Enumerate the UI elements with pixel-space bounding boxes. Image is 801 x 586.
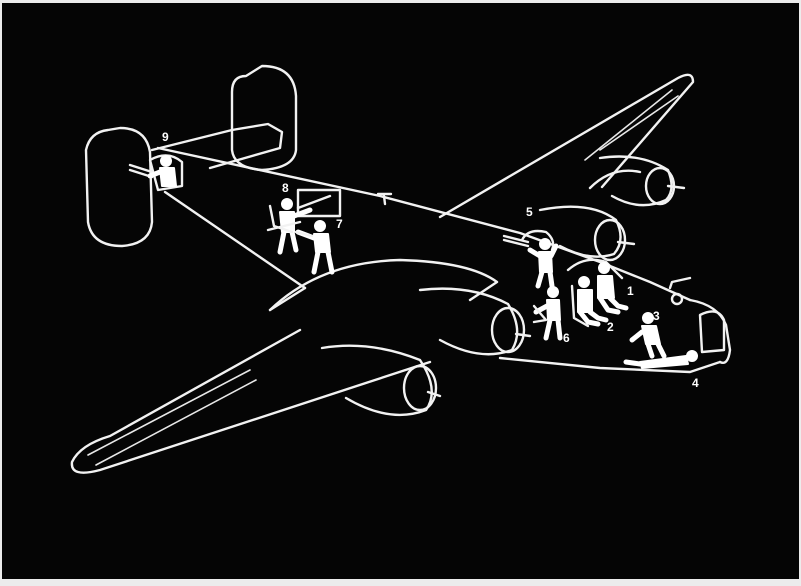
engine-outer-left — [320, 344, 442, 416]
horizontal-stabilizer — [150, 122, 284, 170]
station-label-6: 6 — [563, 331, 570, 345]
station-label-3: 3 — [653, 309, 660, 323]
crew-5-figure — [502, 234, 559, 289]
crew-1-figure — [597, 262, 629, 315]
astrodome — [670, 292, 684, 306]
station-label-7: 7 — [336, 217, 343, 231]
engines — [320, 155, 686, 416]
station-label-2: 2 — [607, 320, 614, 334]
left-tail-fin — [84, 126, 154, 248]
fuselage-top — [156, 146, 692, 302]
diagram-background — [2, 3, 799, 579]
right-tail-fin — [230, 64, 298, 172]
waist-gun — [296, 194, 332, 210]
station-label-4: 4 — [692, 376, 699, 390]
cockpit-canopy — [566, 258, 624, 280]
nose-turret — [698, 310, 726, 354]
left-wing — [70, 258, 499, 474]
crew-3-figure — [629, 312, 667, 359]
fuselage-bottom — [163, 190, 722, 374]
station-label-9: 9 — [162, 130, 169, 144]
crew-8-figure — [266, 198, 313, 255]
right-wing — [438, 73, 695, 219]
nose — [688, 298, 732, 364]
top-turret — [520, 229, 555, 252]
crew-figures — [147, 155, 698, 369]
wing-root — [268, 286, 307, 312]
crew-7-figure — [294, 220, 335, 275]
engine-inner-left — [418, 287, 532, 356]
engine-outer-right — [588, 155, 686, 207]
right-wing-flap — [584, 89, 679, 161]
crew-6-figure — [532, 286, 563, 341]
station-labels: 1 2 3 4 5 6 7 8 9 — [162, 130, 699, 390]
aircraft-outline — [70, 64, 732, 474]
crew-9-figure — [147, 155, 177, 187]
left-wing-flap — [87, 369, 257, 466]
crew-2-figure — [570, 276, 609, 328]
station-label-1: 1 — [627, 284, 634, 298]
engine-inner-right — [538, 205, 636, 262]
waist-window — [296, 188, 342, 218]
tail-turret — [148, 154, 184, 192]
station-label-5: 5 — [526, 205, 533, 219]
station-label-8: 8 — [282, 181, 289, 195]
top-antenna — [668, 276, 692, 290]
crew-4-figure — [623, 350, 698, 369]
antenna-mast — [376, 192, 393, 206]
